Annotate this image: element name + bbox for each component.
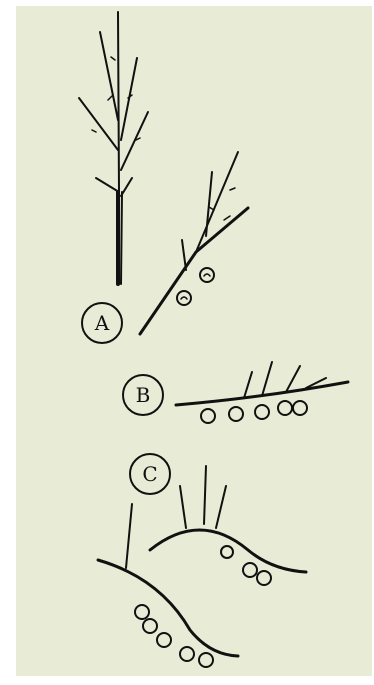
- label-b-text: B: [136, 383, 151, 407]
- label-a: A: [82, 303, 122, 343]
- branch-c-lower: [98, 504, 238, 667]
- branch-c-upper: [150, 466, 306, 585]
- label-c-text: C: [142, 462, 157, 486]
- label-b: B: [123, 375, 163, 415]
- upright-branch: [79, 12, 148, 284]
- branch-a: [140, 152, 248, 334]
- branch-b: [176, 362, 348, 423]
- label-c: C: [130, 454, 170, 494]
- label-a-text: A: [94, 311, 110, 335]
